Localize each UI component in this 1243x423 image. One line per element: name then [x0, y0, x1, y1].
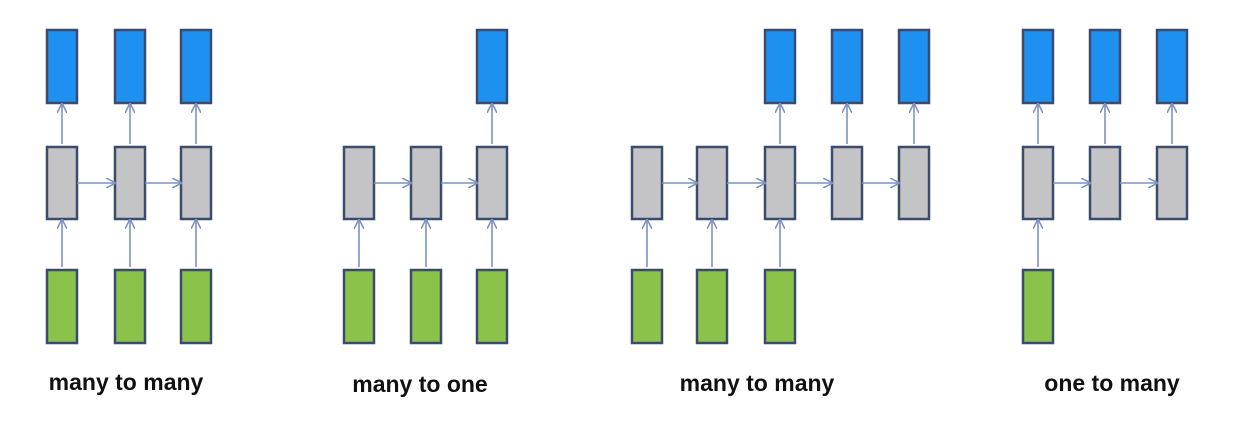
output-box-d1-1 — [45, 28, 79, 105]
hidden-state-box-d3-2 — [695, 145, 729, 221]
hidden-state-box-d4-1 — [1021, 145, 1055, 221]
hidden-state-box-d3-3 — [763, 145, 797, 221]
hidden-state-box-d1-1 — [45, 145, 79, 221]
input-box-d1-1 — [45, 268, 79, 345]
input-box-d3-3 — [763, 268, 797, 345]
input-box-d4-1 — [1021, 268, 1055, 345]
output-box-d1-3 — [179, 28, 213, 105]
hidden-state-box-d4-3 — [1155, 145, 1189, 221]
hidden-state-box-d4-2 — [1088, 145, 1122, 221]
diagram-caption-one-to-many: one to many — [1044, 370, 1180, 396]
hidden-state-box-d2-1 — [342, 145, 376, 221]
output-box-d4-3 — [1155, 28, 1189, 105]
diagram-caption-many-to-many-2: many to many — [679, 370, 835, 396]
input-box-d3-2 — [695, 268, 729, 345]
output-box-d3-3 — [763, 28, 797, 105]
output-box-d2-3 — [475, 28, 509, 105]
hidden-state-box-d1-2 — [113, 145, 147, 221]
output-box-d1-2 — [113, 28, 147, 105]
diagram-caption-many-to-many-1: many to many — [48, 369, 204, 395]
input-box-d2-3 — [475, 268, 509, 345]
output-box-d4-1 — [1021, 28, 1055, 105]
output-box-d3-4 — [830, 28, 864, 105]
hidden-state-box-d2-2 — [409, 145, 443, 221]
input-box-d2-1 — [342, 268, 376, 345]
hidden-state-box-d3-1 — [630, 145, 664, 221]
input-box-d1-2 — [113, 268, 147, 345]
input-box-d1-3 — [179, 268, 213, 345]
diagram-caption-many-to-one: many to one — [352, 371, 488, 397]
hidden-state-box-d3-5 — [897, 145, 931, 221]
hidden-state-box-d2-3 — [475, 145, 509, 221]
output-box-d4-2 — [1088, 28, 1122, 105]
hidden-state-box-d3-4 — [830, 145, 864, 221]
input-box-d2-2 — [409, 268, 443, 345]
output-box-d3-5 — [897, 28, 931, 105]
input-box-d3-1 — [630, 268, 664, 345]
hidden-state-box-d1-3 — [179, 145, 213, 221]
